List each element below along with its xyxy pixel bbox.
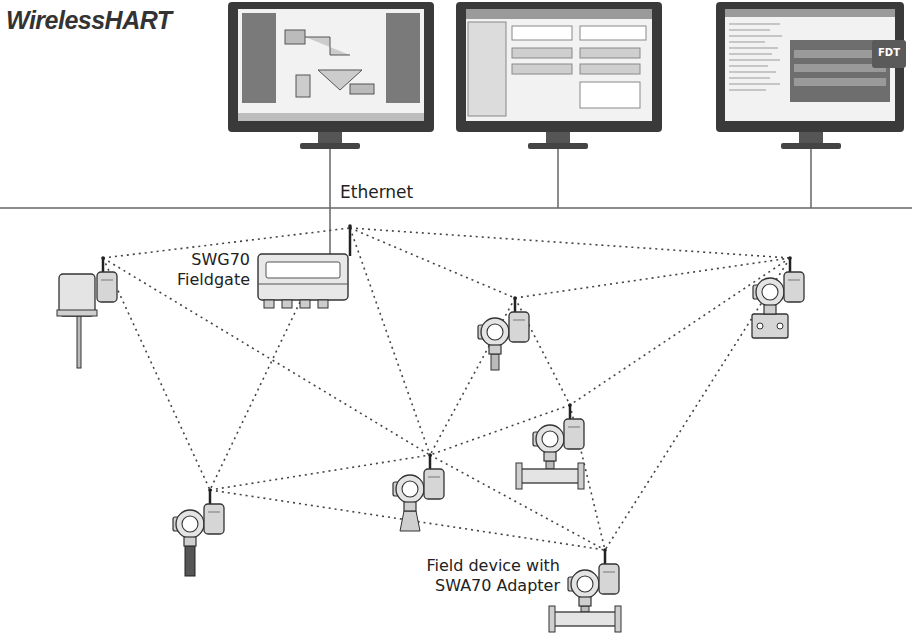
logo-text: WirelessHART [6, 6, 172, 35]
fdt-logo [872, 40, 906, 68]
ethernet-bus [0, 149, 912, 254]
pressure-transmitter [173, 488, 224, 576]
mesh-link [103, 228, 790, 550]
flow-meter [516, 403, 584, 489]
level-device [57, 256, 117, 368]
device-label: SWG70 Fieldgate [175, 250, 252, 290]
device-label: Field device with SWA70 Adapter [388, 556, 562, 596]
monitor [228, 2, 434, 149]
network-name: Ethernet [340, 182, 413, 202]
monitor [456, 2, 662, 149]
radar-level-device [393, 453, 444, 531]
dp-transmitter [752, 256, 804, 338]
fieldgate-device [258, 224, 352, 308]
monitor [716, 2, 904, 149]
device-name: SWG70 Fieldgate [175, 250, 252, 290]
device-name: Field device with SWA70 Adapter [388, 556, 562, 596]
logo-text: FDT [872, 47, 906, 58]
pressure-transmitter [478, 296, 529, 370]
